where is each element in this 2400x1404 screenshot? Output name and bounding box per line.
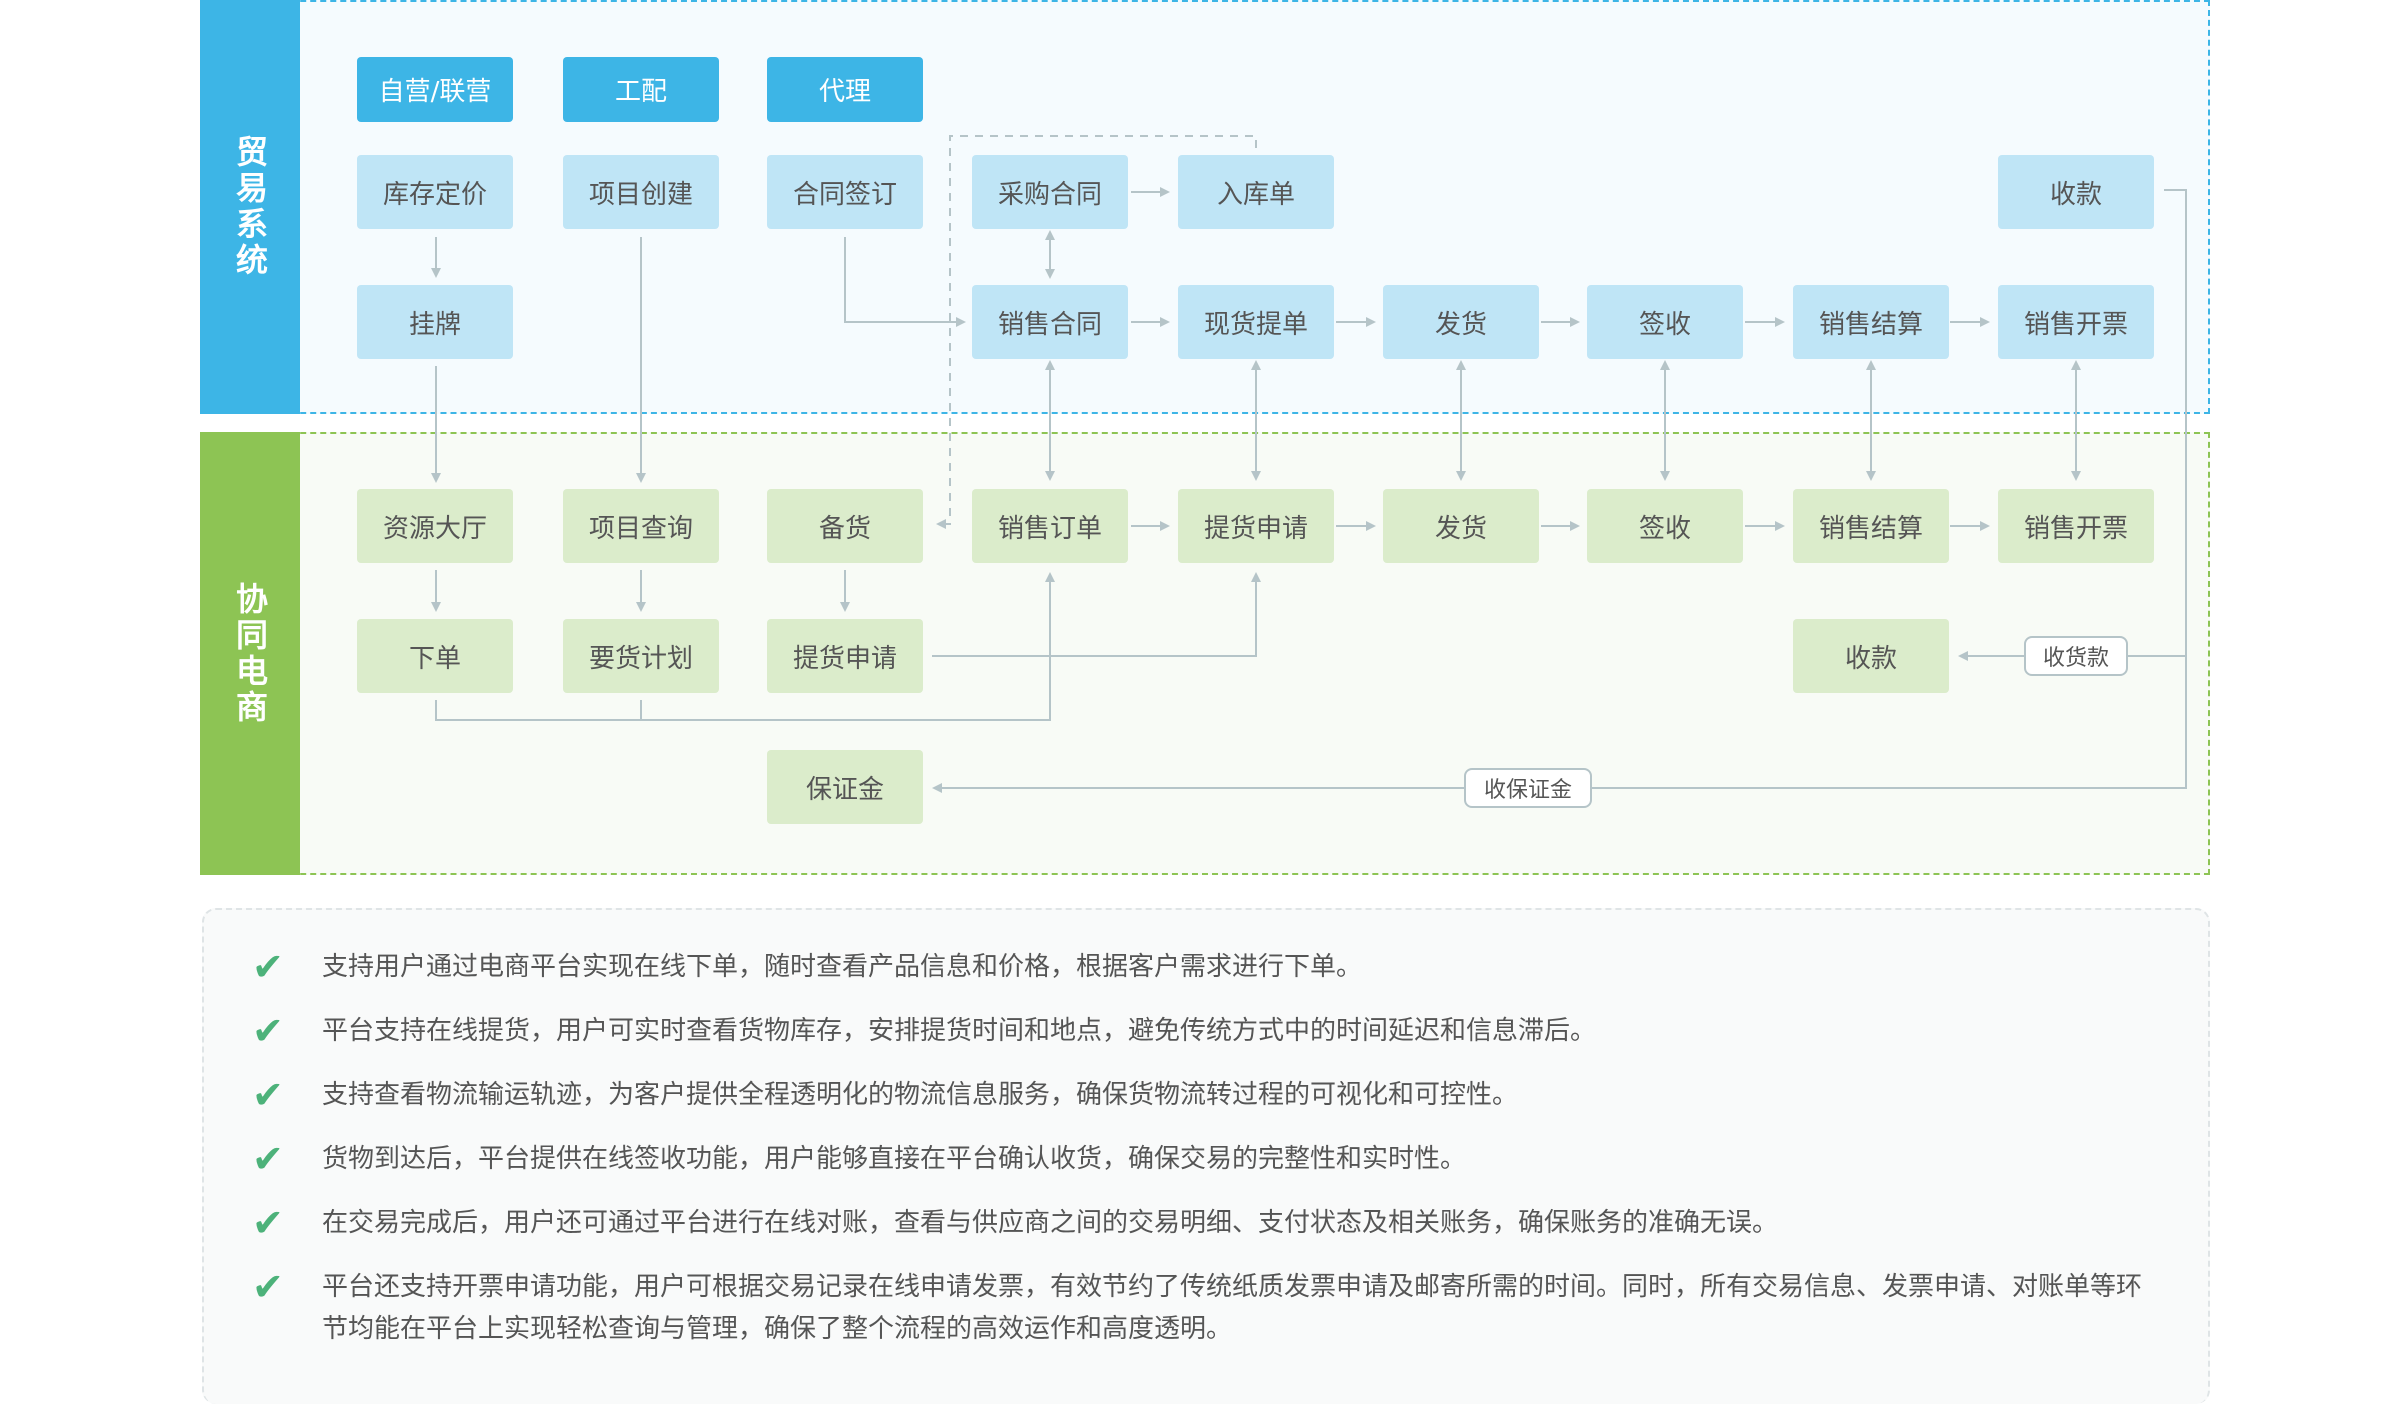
node-sales-settlement-ecom: 销售结算 bbox=[1793, 489, 1949, 563]
node-deposit: 保证金 bbox=[767, 750, 923, 824]
edge bbox=[1592, 189, 2187, 789]
feature-list: ✔ 支持用户通过电商平台实现在线下单，随时查看产品信息和价格，根据客户需求进行下单… bbox=[252, 946, 2148, 1372]
node-pickup-request-2: 提货申请 bbox=[767, 619, 923, 693]
lane-title: 贸易系统 bbox=[231, 135, 269, 279]
node-contract-sign: 合同签订 bbox=[767, 155, 923, 229]
feature-list-panel: ✔ 支持用户通过电商平台实现在线下单，随时查看产品信息和价格，根据客户需求进行下单… bbox=[202, 908, 2210, 1404]
check-icon: ✔ bbox=[252, 1201, 284, 1245]
lane-label-collab-ecommerce: 协同电商 bbox=[200, 432, 300, 875]
feature-item: ✔ 平台还支持开票申请功能，用户可根据交易记录在线申请发票，有效节约了传统纸质发票… bbox=[252, 1266, 2148, 1350]
check-icon: ✔ bbox=[252, 1073, 284, 1117]
feature-text: 在交易完成后，用户还可通过平台进行在线对账，查看与供应商之间的交易明细、支付状态… bbox=[322, 1208, 1779, 1238]
node-project-create: 项目创建 bbox=[563, 155, 719, 229]
edge-label-receive-deposit: 收保证金 bbox=[1464, 768, 1592, 808]
node-stock-in: 入库单 bbox=[1178, 155, 1334, 229]
lane-title: 协同电商 bbox=[231, 581, 269, 726]
node-ship-ecom: 发货 bbox=[1383, 489, 1539, 563]
feature-item: ✔ 在交易完成后，用户还可通过平台进行在线对账，查看与供应商之间的交易明细、支付状… bbox=[252, 1202, 2148, 1244]
edge-dashed bbox=[936, 135, 1257, 529]
edge bbox=[844, 237, 966, 327]
node-resource-hall: 资源大厅 bbox=[357, 489, 513, 563]
node-sales-contract: 销售合同 bbox=[972, 285, 1128, 359]
feature-text: 货物到达后，平台提供在线签收功能，用户能够直接在平台确认收货，确保交易的完整性和… bbox=[322, 1144, 1467, 1174]
node-inventory-pricing: 库存定价 bbox=[357, 155, 513, 229]
feature-item: ✔ 支持查看物流输运轨迹，为客户提供全程透明化的物流信息服务，确保货物流转过程的可… bbox=[252, 1074, 2148, 1116]
edge bbox=[435, 572, 1055, 721]
edge bbox=[932, 572, 1261, 657]
feature-text: 平台还支持开票申请功能，用户可根据交易记录在线申请发票，有效节约了传统纸质发票申… bbox=[322, 1272, 2143, 1344]
check-icon: ✔ bbox=[252, 945, 284, 989]
connectors bbox=[431, 135, 2187, 793]
node-project-query: 项目查询 bbox=[563, 489, 719, 563]
node-listing: 挂牌 bbox=[357, 285, 513, 359]
feature-text: 支持查看物流输运轨迹，为客户提供全程透明化的物流信息服务，确保货物流转过程的可视… bbox=[322, 1080, 1519, 1110]
feature-text: 支持用户通过电商平台实现在线下单，随时查看产品信息和价格，根据客户需求进行下单。 bbox=[322, 952, 1363, 982]
check-icon: ✔ bbox=[252, 1009, 284, 1053]
node-sign-receipt-trade: 签收 bbox=[1587, 285, 1743, 359]
feature-item: ✔ 支持用户通过电商平台实现在线下单，随时查看产品信息和价格，根据客户需求进行下单… bbox=[252, 946, 2148, 988]
node-receive-payment-ecom: 收款 bbox=[1793, 619, 1949, 693]
node-place-order: 下单 bbox=[357, 619, 513, 693]
header-self-operated: 自营/联营 bbox=[357, 57, 513, 122]
node-spot-bill: 现货提单 bbox=[1178, 285, 1334, 359]
node-purchase-contract: 采购合同 bbox=[972, 155, 1128, 229]
node-sign-receipt-ecom: 签收 bbox=[1587, 489, 1743, 563]
header-work-distribution: 工配 bbox=[563, 57, 719, 122]
node-pickup-request: 提货申请 bbox=[1178, 489, 1334, 563]
node-sales-invoice-trade: 销售开票 bbox=[1998, 285, 2154, 359]
feature-text: 平台支持在线提货，用户可实时查看货物库存，安排提货时间和地点，避免传统方式中的时… bbox=[322, 1016, 1597, 1046]
feature-item: ✔ 货物到达后，平台提供在线签收功能，用户能够直接在平台确认收货，确保交易的完整性… bbox=[252, 1138, 2148, 1180]
check-icon: ✔ bbox=[252, 1137, 284, 1181]
feature-item: ✔ 平台支持在线提货，用户可实时查看货物库存，安排提货时间和地点，避免传统方式中的… bbox=[252, 1010, 2148, 1052]
lane-label-trade-system: 贸易系统 bbox=[200, 0, 300, 414]
edge-label-receive-goods-payment: 收货款 bbox=[2024, 636, 2128, 676]
node-demand-plan: 要货计划 bbox=[563, 619, 719, 693]
check-icon: ✔ bbox=[252, 1265, 284, 1309]
node-receive-payment-trade: 收款 bbox=[1998, 155, 2154, 229]
node-ship-trade: 发货 bbox=[1383, 285, 1539, 359]
node-sales-settlement-trade: 销售结算 bbox=[1793, 285, 1949, 359]
node-stocking: 备货 bbox=[767, 489, 923, 563]
node-sales-order: 销售订单 bbox=[972, 489, 1128, 563]
header-agency: 代理 bbox=[767, 57, 923, 122]
node-sales-invoice-ecom: 销售开票 bbox=[1998, 489, 2154, 563]
